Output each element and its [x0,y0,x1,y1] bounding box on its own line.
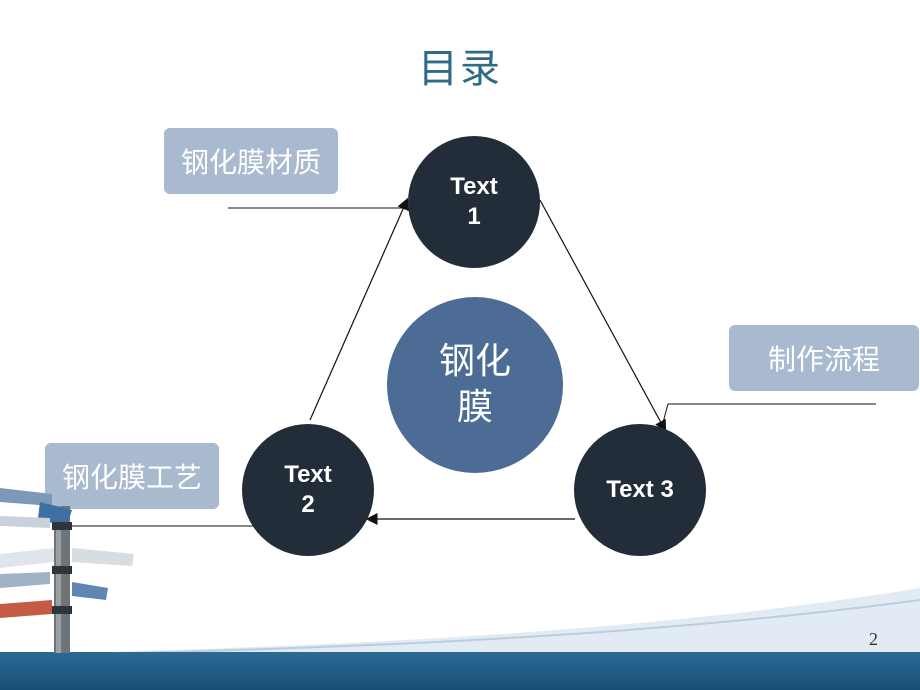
footer-band [0,652,920,690]
node-text-3-label: Text 3 [606,476,674,503]
arrow-2-to-1 [309,197,409,421]
label-bottom-left-text: 钢化膜工艺 [61,461,202,494]
label-right: 制作流程 [729,325,919,391]
label-bottom-left: 钢化膜工艺 [45,443,219,509]
slide-title: 目录 [418,46,502,92]
label-top-left: 钢化膜材质 [164,128,338,194]
node-text-3: Text 3 [574,424,706,556]
node-text-1-label: Text 1 [450,173,498,230]
node-text-2: Text 2 [242,424,374,556]
signpost-illustration [0,488,134,653]
center-label: 钢化 膜 [438,341,511,428]
node-text-1: Text 1 [408,136,540,268]
label-top-left-text: 钢化膜材质 [180,146,321,179]
arrow-1-to-3 [539,199,667,433]
node-text-2-label: Text 2 [284,461,332,518]
center-circle: 钢化 膜 [387,297,563,473]
label-right-text: 制作流程 [767,343,880,376]
page-number: 2 [869,629,878,649]
